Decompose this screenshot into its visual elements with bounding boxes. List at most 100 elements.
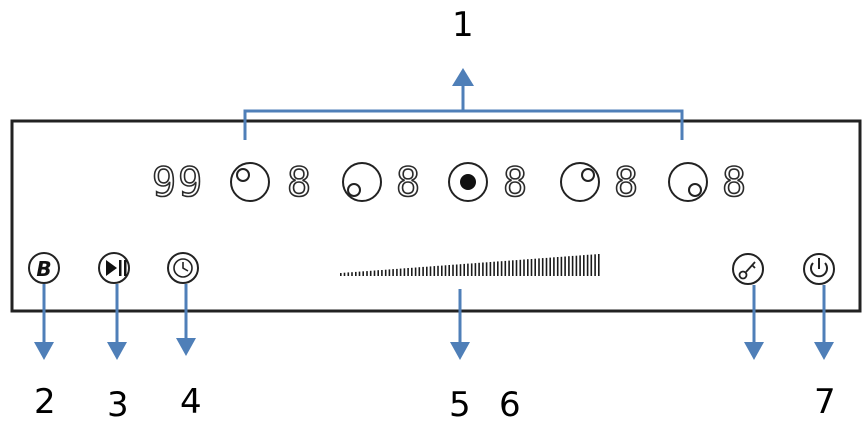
slider-tick (564, 256, 566, 276)
power-icon (810, 258, 828, 278)
slider-tick (485, 262, 488, 276)
slider-tick (571, 255, 574, 276)
timer-button[interactable] (167, 252, 199, 284)
slider-tick (407, 268, 409, 276)
zone-display-5: 8 (722, 160, 748, 206)
slider-tick (448, 265, 450, 276)
slider-tick (366, 271, 368, 276)
slider-tick (482, 262, 484, 276)
slider-tick (355, 271, 357, 276)
callout-3: 3 (107, 385, 129, 425)
slider-tick (538, 258, 540, 276)
callout-1: 1 (452, 5, 474, 45)
callout-5: 5 (449, 385, 471, 425)
slider-tick (575, 255, 578, 276)
power-button[interactable] (803, 253, 835, 285)
slider-tick (583, 255, 585, 276)
slider-tick (463, 263, 465, 276)
boost-button[interactable]: B (28, 252, 60, 284)
slider-tick (534, 258, 536, 276)
slider-tick (590, 254, 593, 276)
slider-tick (594, 254, 596, 276)
slider-tick (351, 272, 353, 276)
slider-tick (392, 269, 394, 276)
callout-6: 6 (499, 385, 521, 425)
slider-tick (515, 260, 518, 276)
slider-tick (340, 273, 342, 276)
power-slider-bar[interactable] (340, 254, 600, 276)
slider-tick (493, 261, 495, 276)
slider-tick (489, 262, 492, 276)
slider-tick (411, 267, 413, 276)
slider-tick (523, 259, 525, 276)
slider-tick (530, 259, 533, 276)
slider-tick (441, 265, 443, 276)
slider-tick (579, 255, 581, 276)
slider-tick (369, 270, 372, 276)
slider-tick (384, 269, 387, 276)
play-pause-button[interactable] (98, 252, 130, 284)
slider-tick (549, 257, 551, 276)
slider-tick (568, 256, 570, 276)
zone-display-3: 8 (503, 160, 529, 206)
panel-frame (10, 119, 862, 313)
slider-tick (541, 258, 544, 276)
slider-tick (437, 265, 439, 276)
boost-b-icon: B (36, 257, 51, 281)
slider-tick (429, 266, 432, 276)
play-pause-icon (106, 260, 117, 276)
slider-tick (399, 268, 402, 276)
timer-clock-icon (173, 258, 193, 278)
slider-tick (426, 266, 428, 276)
slider-tick (455, 264, 458, 276)
slider-tick (474, 263, 477, 276)
slider-tick (422, 266, 424, 276)
slider-tick (414, 267, 417, 276)
slider-tick (497, 261, 499, 276)
slider-tick (527, 259, 529, 276)
slider-tick (403, 268, 406, 276)
zone-display-4: 8 (614, 160, 640, 206)
slider-tick (500, 261, 503, 276)
slider-tick (470, 263, 473, 276)
callout-4: 4 (180, 382, 202, 422)
slider-tick (433, 266, 436, 276)
zone-front-left-icon[interactable] (342, 162, 382, 202)
slider-tick (512, 260, 514, 276)
slider-tick (519, 259, 522, 276)
slider-tick (508, 260, 510, 276)
slider-tick (553, 257, 555, 276)
key-lock-icon (738, 261, 756, 280)
zone-bracket (243, 68, 684, 140)
zone-rear-right-icon[interactable] (560, 162, 600, 202)
slider-tick (418, 267, 421, 276)
zone-display-1: 8 (287, 160, 313, 206)
slider-tick (358, 271, 361, 276)
slider-tick (556, 257, 559, 276)
callout-arrows (34, 284, 834, 360)
slider-tick (381, 270, 383, 276)
slider-tick (598, 254, 600, 276)
slider-tick (586, 254, 589, 276)
slider-tick (504, 260, 507, 276)
slider-tick (478, 262, 480, 276)
slider-tick (444, 265, 447, 276)
slider-tick (373, 270, 376, 276)
slider-tick (362, 271, 364, 276)
zone-rear-left-icon[interactable] (230, 162, 270, 202)
lock-button[interactable] (732, 253, 764, 285)
zone-display-2: 8 (396, 160, 422, 206)
slider-tick (545, 257, 548, 276)
slider-tick (388, 269, 391, 276)
slider-tick (459, 264, 462, 276)
slider-tick (452, 264, 454, 276)
callout-7: 7 (814, 382, 836, 422)
slider-tick (467, 263, 469, 276)
slider-tick (347, 272, 350, 276)
zone-center-selected-icon[interactable] (448, 162, 488, 202)
zone-front-right-icon[interactable] (668, 162, 708, 202)
timer-display: 99 (152, 160, 204, 206)
slider-tick (560, 256, 563, 276)
slider-tick (343, 272, 346, 276)
